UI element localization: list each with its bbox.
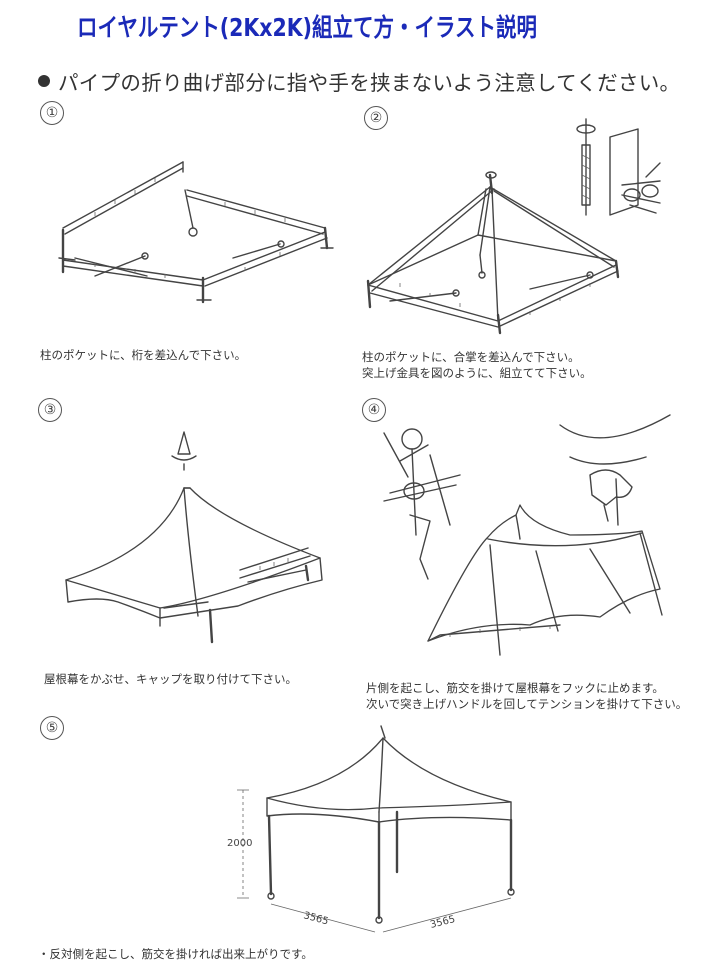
dimension-width-1: 3565 <box>302 910 329 927</box>
step-3-caption: 屋根幕をかぶせ、キャップを取り付けて下さい。 <box>44 672 297 686</box>
dimension-width-2: 3565 <box>429 914 456 931</box>
dimension-height: 2000 <box>227 838 252 849</box>
safety-note-text: パイプの折り曲げ部分に指や手を挟まないよう注意してください。 <box>58 71 681 95</box>
step-5-caption: ・反対側を起こし、筋交を掛ければ出来上がりです。 <box>38 947 313 961</box>
safety-note: パイプの折り曲げ部分に指や手を挟まないよう注意してください。 <box>38 66 680 96</box>
bullet-icon <box>38 75 50 87</box>
step-2-caption-line-2: 突上げ金具を図のように、組立てて下さい。 <box>362 366 592 380</box>
step-4-caption-line-2: 次いで突き上げハンドルを回してテンションを掛けて下さい。 <box>366 697 688 711</box>
step-2-number: ② <box>364 106 388 130</box>
step-2-caption-line-1: 柱のポケットに、合掌を差込んで下さい。 <box>362 350 580 364</box>
title-text: ロイヤルテント(2Kx2K)組立て方・イラスト説明 <box>77 13 537 42</box>
step-4-illustration <box>370 405 690 675</box>
page-title: ロイヤルテント(2Kx2K)組立て方・イラスト説明 <box>72 6 542 46</box>
step-4-number: ④ <box>362 398 386 422</box>
step-1-illustration <box>55 150 345 320</box>
step-2-illustration <box>360 115 680 335</box>
step-4-caption-line-1: 片側を起こし、筋交を掛けて屋根幕をフックに止めます。 <box>366 681 664 695</box>
step-5-illustration: 2000 3565 3565 <box>225 722 545 952</box>
step-5-number: ⑤ <box>40 716 64 740</box>
step-3-illustration <box>60 430 340 650</box>
step-1-caption: 柱のポケットに、桁を差込んで下さい。 <box>40 348 247 362</box>
step-1-number: ① <box>40 101 64 125</box>
step-3-number: ③ <box>38 398 62 422</box>
